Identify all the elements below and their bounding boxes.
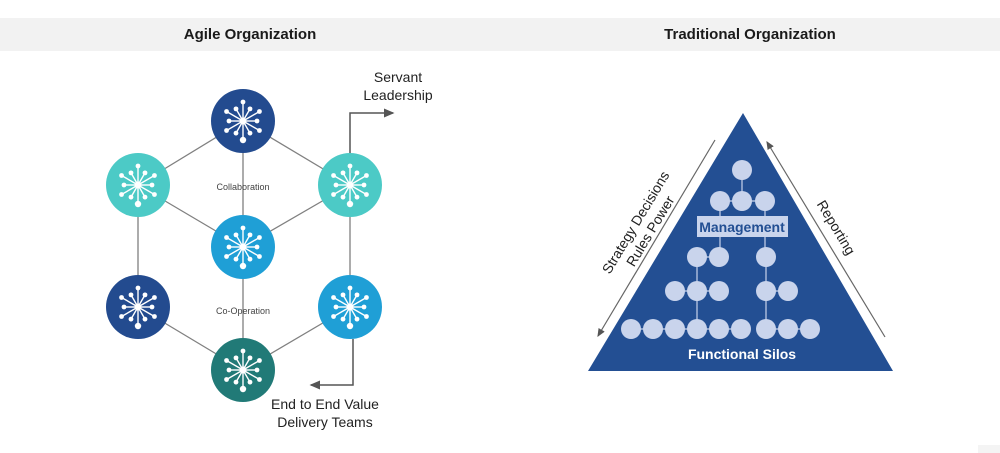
strategy-decisions-arrow (597, 139, 716, 338)
delivery-teams-label-line2: Delivery Teams (277, 414, 372, 430)
hierarchy-node (687, 281, 707, 301)
network-hub-icon (224, 99, 262, 144)
team-node-top-right (318, 153, 382, 217)
hierarchy-node (755, 191, 775, 211)
agile-team-nodes (106, 89, 382, 402)
team-node-bottom-left (106, 275, 170, 339)
servant-leadership-label-line2: Leadership (363, 87, 432, 103)
hierarchy-node (756, 319, 776, 339)
header-bar (0, 18, 1000, 51)
delivery-teams-label-line1: End to End Value (271, 396, 379, 412)
team-node-bottom-right (318, 275, 382, 339)
traditional-organization-title: Traditional Organization (664, 26, 836, 43)
team-node-bottom (211, 338, 275, 402)
team-node-center (211, 215, 275, 279)
network-hub-icon (119, 285, 157, 330)
cooperation-label: Co-Operation (216, 306, 270, 316)
servant-leadership-arrow (349, 108, 395, 153)
hierarchy-node (778, 319, 798, 339)
network-hub-icon (224, 225, 262, 270)
network-hub-icon (224, 348, 262, 393)
hierarchy-node (732, 191, 752, 211)
collaboration-label: Collaboration (216, 182, 269, 192)
hierarchy-node (643, 319, 663, 339)
hierarchy-node (709, 281, 729, 301)
network-hub-icon (119, 163, 157, 208)
reporting-arrow (766, 140, 886, 338)
hierarchy-node (732, 160, 752, 180)
network-hub-icon (331, 285, 369, 330)
hierarchy-node (687, 247, 707, 267)
team-node-top (211, 89, 275, 153)
servant-leadership-label-line1: Servant (374, 69, 422, 85)
hierarchy-node (800, 319, 820, 339)
pyramid-triangle (588, 113, 893, 371)
hierarchy-node (778, 281, 798, 301)
hierarchy-node (756, 247, 776, 267)
hierarchy-node (709, 247, 729, 267)
hierarchy-node (709, 319, 729, 339)
hierarchy-node (731, 319, 751, 339)
hierarchy-node (756, 281, 776, 301)
agile-organization-title: Agile Organization (183, 26, 317, 43)
management-label-bg (697, 216, 788, 237)
hierarchy-node (665, 281, 685, 301)
network-hub-icon (331, 163, 369, 208)
pyramid-hierarchy-nodes (621, 160, 820, 339)
hierarchy-node (710, 191, 730, 211)
hierarchy-node (665, 319, 685, 339)
management-label: Management (699, 219, 785, 235)
hierarchy-node (621, 319, 641, 339)
hierarchy-node (687, 319, 707, 339)
delivery-teams-arrow (309, 339, 354, 390)
corner-mark (978, 445, 1000, 453)
functional-silos-label: Functional Silos (688, 346, 796, 362)
team-node-top-left (106, 153, 170, 217)
